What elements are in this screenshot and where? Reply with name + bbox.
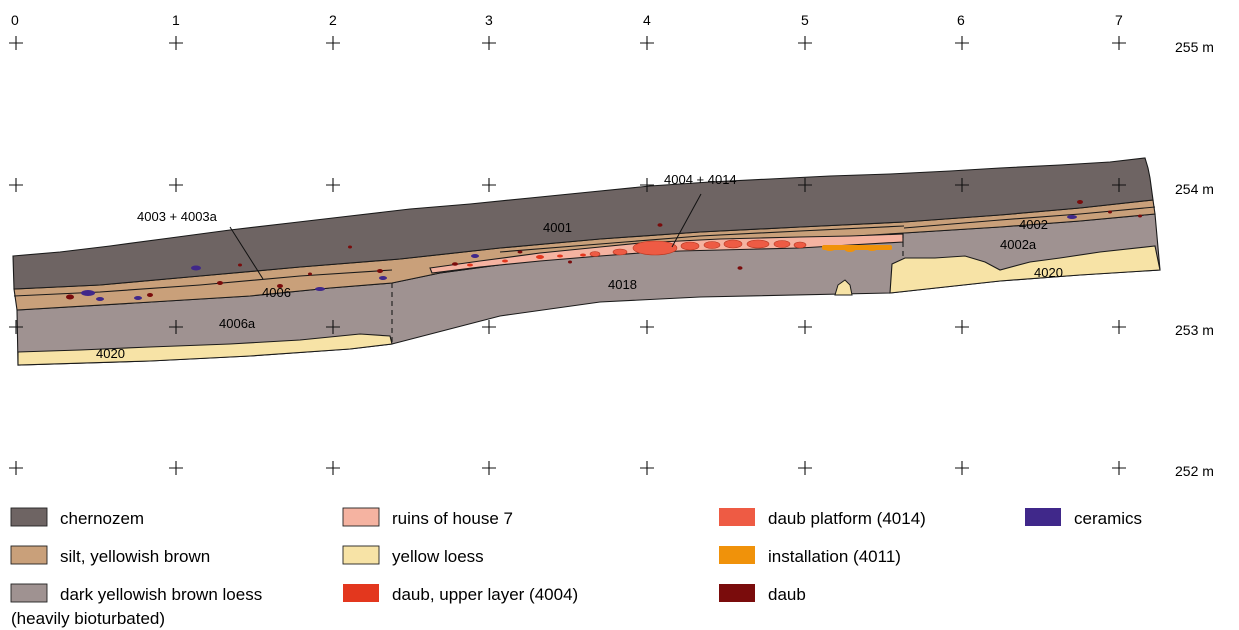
daub-platform-features	[589, 239, 807, 257]
x-tick-label: 4	[643, 12, 651, 28]
grid-cross	[798, 36, 812, 50]
grid-cross	[482, 320, 496, 334]
installation-features	[822, 245, 892, 252]
elevation-label: 252 m	[1175, 463, 1214, 479]
label-4004-4014: 4004 + 4014	[664, 172, 737, 187]
layer-yellow-loess-right	[889, 245, 1161, 294]
label-4002: 4002	[1019, 217, 1048, 232]
layer-chernozem	[12, 157, 1154, 290]
boundary-4003-line	[13, 269, 393, 297]
grid-cross	[326, 36, 340, 50]
layer-yellow-loess-patch	[834, 279, 853, 296]
grid-cross	[9, 178, 23, 192]
grid-cross	[9, 320, 23, 334]
grid-cross	[1112, 461, 1126, 475]
grid-cross	[798, 320, 812, 334]
grid-cross	[326, 178, 340, 192]
ceramics-features	[81, 215, 1077, 301]
grid-cross	[1112, 178, 1126, 192]
leader-4003	[229, 226, 264, 280]
legend-label-ceramics: ceramics	[1074, 509, 1142, 528]
grid-cross	[9, 461, 23, 475]
x-axis-labels: 0 1 2 3 4 5 6 7	[11, 12, 1123, 28]
label-4006: 4006	[262, 285, 291, 300]
grid-cross	[169, 461, 183, 475]
label-4002a: 4002a	[1000, 237, 1037, 252]
legend-label-dark-loess: dark yellowish brown loess	[60, 585, 262, 604]
grid-cross	[798, 461, 812, 475]
x-tick-label: 6	[957, 12, 965, 28]
label-4006a: 4006a	[219, 316, 256, 331]
elevation-label: 253 m	[1175, 322, 1214, 338]
grid-cross	[640, 320, 654, 334]
legend-swatch-installation	[719, 546, 755, 564]
daub-fragments	[66, 200, 1142, 300]
legend-label-installation: installation (4011)	[768, 547, 901, 566]
grid-crosses	[9, 36, 1126, 475]
leader-4004	[671, 193, 702, 248]
grid-cross	[482, 36, 496, 50]
grid-cross	[1112, 320, 1126, 334]
legend-label-daub: daub	[768, 585, 806, 604]
legend-swatch-yellow-loess	[342, 545, 380, 565]
grid-cross	[169, 36, 183, 50]
x-tick-label: 7	[1115, 12, 1123, 28]
grid-cross	[1112, 36, 1126, 50]
label-4001: 4001	[543, 220, 572, 235]
legend-label-chernozem: chernozem	[60, 509, 144, 528]
elevation-label: 255 m	[1175, 39, 1214, 55]
legend-swatch-dark-loess	[10, 583, 48, 603]
boundary-4002-line	[903, 206, 1156, 229]
grid-cross	[640, 461, 654, 475]
legend-label-ruins: ruins of house 7	[392, 509, 513, 528]
legend-swatch-daub-platform	[719, 508, 755, 526]
label-4020-right: 4020	[1034, 265, 1063, 280]
label-4018: 4018	[608, 277, 637, 292]
label-4003-4003a: 4003 + 4003a	[137, 209, 218, 224]
legend-swatch-ceramics	[1025, 508, 1061, 526]
grid-cross	[482, 178, 496, 192]
legend-label-daub-platform: daub platform (4014)	[768, 509, 926, 528]
grid-cross	[798, 178, 812, 192]
x-tick-label: 2	[329, 12, 337, 28]
legend-swatch-silt	[10, 545, 48, 565]
grid-cross	[169, 320, 183, 334]
grid-cross	[326, 461, 340, 475]
legend-swatch-chernozem	[10, 507, 48, 527]
grid-cross	[640, 178, 654, 192]
legend-swatch-daub-upper	[343, 584, 379, 602]
x-tick-label: 1	[172, 12, 180, 28]
grid-cross	[326, 320, 340, 334]
x-tick-label: 3	[485, 12, 493, 28]
grid-cross	[955, 461, 969, 475]
elevation-label: 254 m	[1175, 181, 1214, 197]
grid-cross	[955, 320, 969, 334]
elevation-axis-labels: 255 m 254 m 253 m 252 m	[1175, 39, 1214, 479]
grid-cross	[482, 461, 496, 475]
grid-cross	[169, 178, 183, 192]
x-tick-label: 5	[801, 12, 809, 28]
grid-cross	[9, 36, 23, 50]
legend-label-yellow-loess: yellow loess	[392, 547, 484, 566]
grid-cross	[640, 36, 654, 50]
legend-label-daub-upper: daub, upper layer (4004)	[392, 585, 578, 604]
legend: chernozem silt, yellowish brown dark yel…	[10, 507, 1142, 628]
x-tick-label: 0	[11, 12, 19, 28]
grid-cross	[955, 36, 969, 50]
daub-upper-layer-features	[467, 253, 586, 267]
legend-swatch-daub	[719, 584, 755, 602]
legend-label-dark-loess-line2: (heavily bioturbated)	[11, 609, 165, 628]
layer-yellow-loess-left	[17, 333, 393, 366]
legend-swatch-ruins	[342, 507, 380, 527]
label-4020-left: 4020	[96, 346, 125, 361]
legend-label-silt: silt, yellowish brown	[60, 547, 210, 566]
grid-cross	[955, 178, 969, 192]
boundary-4001-line	[499, 225, 905, 253]
